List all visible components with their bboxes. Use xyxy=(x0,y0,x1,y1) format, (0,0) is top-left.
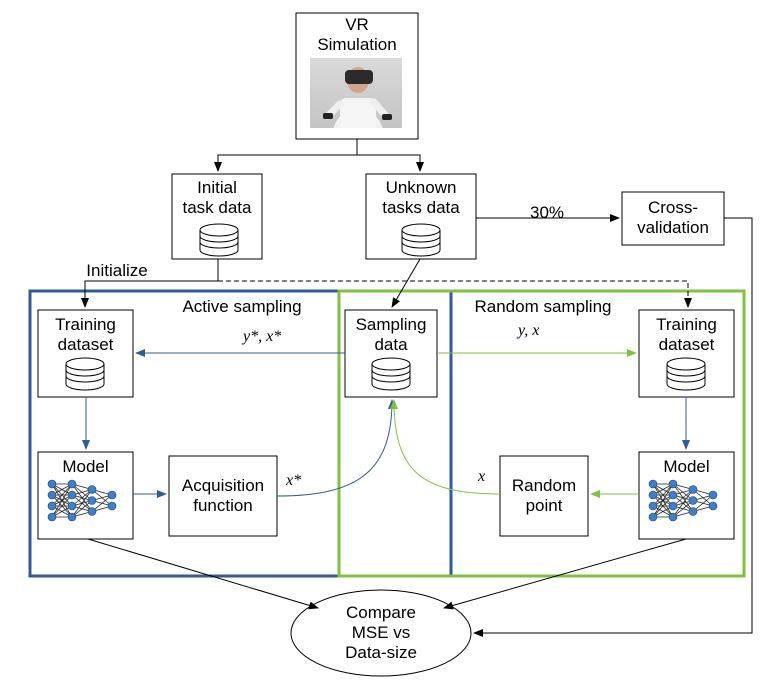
edge-initialize-right xyxy=(218,280,692,308)
acquisition-output-label: x* xyxy=(286,472,302,489)
edge-initialize-left xyxy=(81,259,219,308)
database-icon xyxy=(65,357,105,391)
active-sampling-title: Active sampling xyxy=(182,297,302,316)
edge-acquisition-to-sampling xyxy=(276,399,396,497)
edge-crossval-to-compare xyxy=(473,217,753,637)
database-icon xyxy=(666,357,706,391)
active-sampling-group xyxy=(28,289,453,578)
model-left-label: Model xyxy=(62,457,109,476)
random-point-box xyxy=(499,455,589,537)
edge-model-left-to-compare xyxy=(87,538,319,610)
split-percent-label: 30% xyxy=(529,203,565,222)
edge-random-point-to-sampling xyxy=(390,399,501,495)
cross-validation-box xyxy=(621,191,725,246)
edge-vr-to-unknown xyxy=(357,154,424,172)
acquisition-function-box xyxy=(168,455,278,537)
database-icon xyxy=(371,357,411,391)
random-sampling-title: Random sampling xyxy=(474,297,612,316)
neural-network-icon xyxy=(648,479,718,522)
model-right-label: Model xyxy=(663,457,710,476)
random-feedback-label: y, x xyxy=(518,322,540,339)
random-sampling-group xyxy=(337,289,746,578)
edge-unknown-to-sampling xyxy=(391,258,421,308)
neural-network-icon xyxy=(47,479,117,522)
initialize-label: Initialize xyxy=(86,261,148,280)
database-icon xyxy=(401,223,441,257)
edge-vr-to-initial xyxy=(214,139,358,172)
edge-model-right-to-compare xyxy=(443,538,687,610)
vr-user-photo xyxy=(310,58,402,128)
cross-validation-label: Cross-validation xyxy=(637,198,709,237)
random-output-label: x xyxy=(478,468,486,485)
database-icon xyxy=(199,223,239,257)
active-feedback-label: y*, x* xyxy=(243,328,282,345)
compare-mse-ellipse xyxy=(290,589,472,677)
